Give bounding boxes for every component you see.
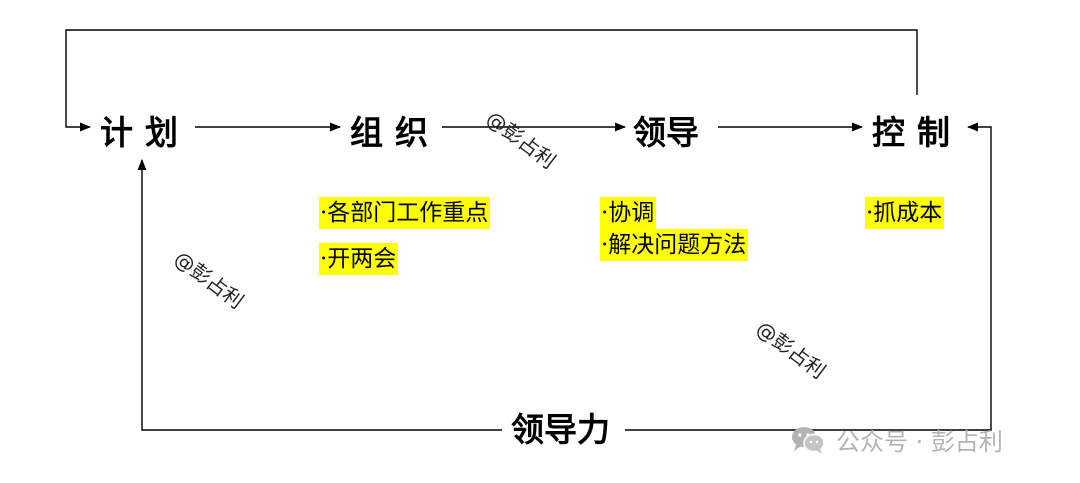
node-lead: 领导 [633,113,699,153]
node-organize: 组织 [350,113,440,153]
node-leadership: 领导力 [505,410,616,450]
footer-credit: 公众号 · 彭占利 [790,422,1003,457]
node-plan: 计划 [100,113,190,153]
lead-notes: ·协调 ·解决问题方法 [600,197,749,261]
node-control: 控制 [872,113,962,153]
control-notes: ·抓成本 [865,197,945,229]
leadership-loop-right [625,122,992,431]
note-organize-meetings: ·开两会 [319,243,399,275]
note-organize-priorities: ·各部门工作重点 [319,197,491,229]
note-control-cost: ·抓成本 [865,197,945,229]
leadership-loop-left [137,158,502,431]
note-lead-coordinate: ·协调 [600,197,657,229]
wechat-icon [792,426,825,454]
feedback-loop-top [65,29,918,132]
note-lead-problem-solving: ·解决问题方法 [600,229,749,261]
organize-notes: ·各部门工作重点 ·开两会 [319,197,491,275]
footer-credit-text: 公众号 · 彭占利 [836,428,1003,456]
